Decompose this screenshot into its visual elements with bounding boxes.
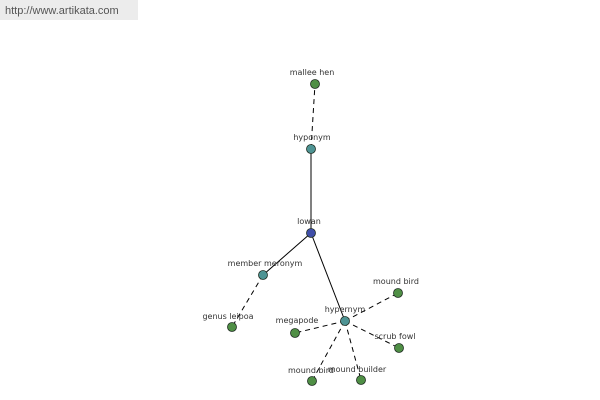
node-label-member-meronym[interactable]: member meronym xyxy=(228,259,303,268)
node-megapode[interactable] xyxy=(290,328,300,338)
edge-hypernym-to-mound-builder xyxy=(344,320,362,381)
labels-layer: lowan hyponym member meronym hypernym mallee… xyxy=(202,68,419,375)
node-label-hypernym[interactable]: hypernym xyxy=(325,305,366,314)
edge-member-meronym-to-genus-leipoa xyxy=(231,274,264,328)
node-label-lowan[interactable]: lowan xyxy=(297,217,321,226)
node-mound-bird-2[interactable] xyxy=(307,376,317,386)
edge-hypernym-to-mound-bird-1 xyxy=(344,292,399,322)
edge-lowan-to-member-meronym xyxy=(262,232,312,276)
node-label-mound-bird-1[interactable]: mound bird xyxy=(373,277,419,286)
node-mound-bird-1[interactable] xyxy=(393,288,403,298)
edge-hypernym-to-mound-bird-2 xyxy=(311,320,346,382)
node-label-megapode[interactable]: megapode xyxy=(276,316,319,325)
node-hyponym[interactable] xyxy=(306,144,316,154)
edge-lowan-to-hypernym xyxy=(310,232,346,322)
edges-layer xyxy=(231,83,400,382)
node-mound-builder[interactable] xyxy=(356,375,366,385)
edge-hyponym-to-mallee-hen xyxy=(310,83,316,150)
edge-hypernym-to-scrub-fowl xyxy=(344,320,400,349)
node-hypernym[interactable] xyxy=(340,316,350,326)
node-label-mallee-hen[interactable]: mallee hen xyxy=(290,68,335,77)
node-member-meronym[interactable] xyxy=(258,270,268,280)
site-banner: http://www.artikata.com xyxy=(0,0,138,20)
node-label-hyponym[interactable]: hyponym xyxy=(293,133,331,142)
node-mallee-hen[interactable] xyxy=(310,79,320,89)
node-label-scrub-fowl[interactable]: scrub fowl xyxy=(374,332,415,341)
site-url-link[interactable]: http://www.artikata.com xyxy=(5,5,119,17)
node-label-mound-bird-2[interactable]: mound bird xyxy=(288,366,334,375)
node-genus-leipoa[interactable] xyxy=(227,322,237,332)
nodes-layer xyxy=(227,79,404,386)
node-label-genus-leipoa[interactable]: genus leipoa xyxy=(202,312,253,321)
node-scrub-fowl[interactable] xyxy=(394,343,404,353)
node-label-mound-builder[interactable]: mound builder xyxy=(328,365,387,374)
node-lowan[interactable] xyxy=(306,228,316,238)
